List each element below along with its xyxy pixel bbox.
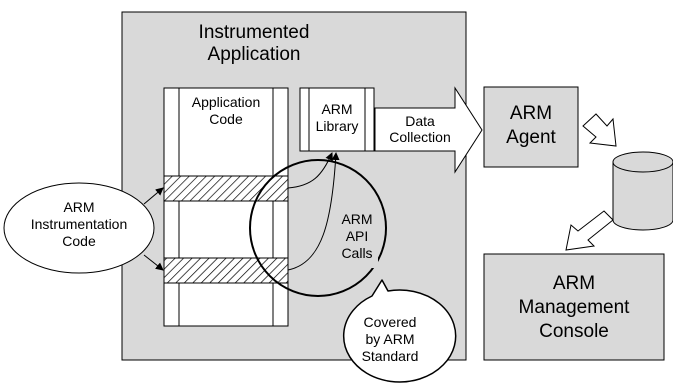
arm-console-label-line3: Console <box>539 321 609 342</box>
application-code-label-line2: Code <box>209 111 243 127</box>
covered-label-line2: by ARM <box>365 331 414 347</box>
pointer-to-lower-hatch <box>143 254 164 271</box>
api-call-curve-lower <box>287 152 340 271</box>
api-calls-label-line2: API <box>346 228 369 244</box>
agent-to-database-arrow <box>582 113 617 147</box>
data-collection-label-line2: Collection <box>389 129 450 145</box>
instrumentation-code-label-line1: ARM <box>63 199 94 215</box>
application-code-label-line1: Application <box>192 94 261 110</box>
data-collection-label-line1: Data <box>405 113 435 129</box>
data-collection-arrow: Data Collection <box>374 86 483 174</box>
application-code-box: Application Code <box>163 87 289 327</box>
arm-api-calls-circle: ARM API Calls <box>249 159 387 297</box>
instrumentation-code-label-line3: Code <box>62 233 96 249</box>
arm-agent-label-line1: ARM <box>510 103 552 124</box>
pointer-to-upper-hatch <box>143 187 164 205</box>
api-calls-label-line3: Calls <box>341 245 372 261</box>
arm-console-label-line1: ARM <box>553 273 595 294</box>
api-call-curve-upper <box>287 152 333 189</box>
instrumentation-hatch-upper <box>163 175 289 202</box>
instrumented-application-title-line1: Instrumented <box>199 22 310 43</box>
instrumented-application-title-line2: Application <box>208 44 301 65</box>
arm-agent-box: ARM Agent <box>483 86 579 168</box>
covered-by-standard-callout: Covered by ARM Standard <box>343 279 457 383</box>
arm-library-label-line2: Library <box>316 118 359 134</box>
arm-library-box: ARM Library <box>299 87 375 152</box>
instrumentation-hatch-lower <box>163 257 289 284</box>
api-calls-label-line1: ARM <box>341 211 372 227</box>
database-icon <box>612 151 673 231</box>
covered-label-line1: Covered <box>364 314 417 330</box>
covered-label-line3: Standard <box>362 348 419 364</box>
arm-agent-label-line2: Agent <box>506 127 556 148</box>
arm-library-label-line1: ARM <box>321 101 352 117</box>
arm-management-console-box: ARM Management Console <box>483 253 665 361</box>
database-to-console-arrow <box>565 210 614 251</box>
arm-instrumentation-code-ellipse: ARM Instrumentation Code <box>3 182 155 274</box>
arm-console-label-line2: Management <box>519 297 631 318</box>
instrumentation-code-label-line2: Instrumentation <box>31 216 128 232</box>
